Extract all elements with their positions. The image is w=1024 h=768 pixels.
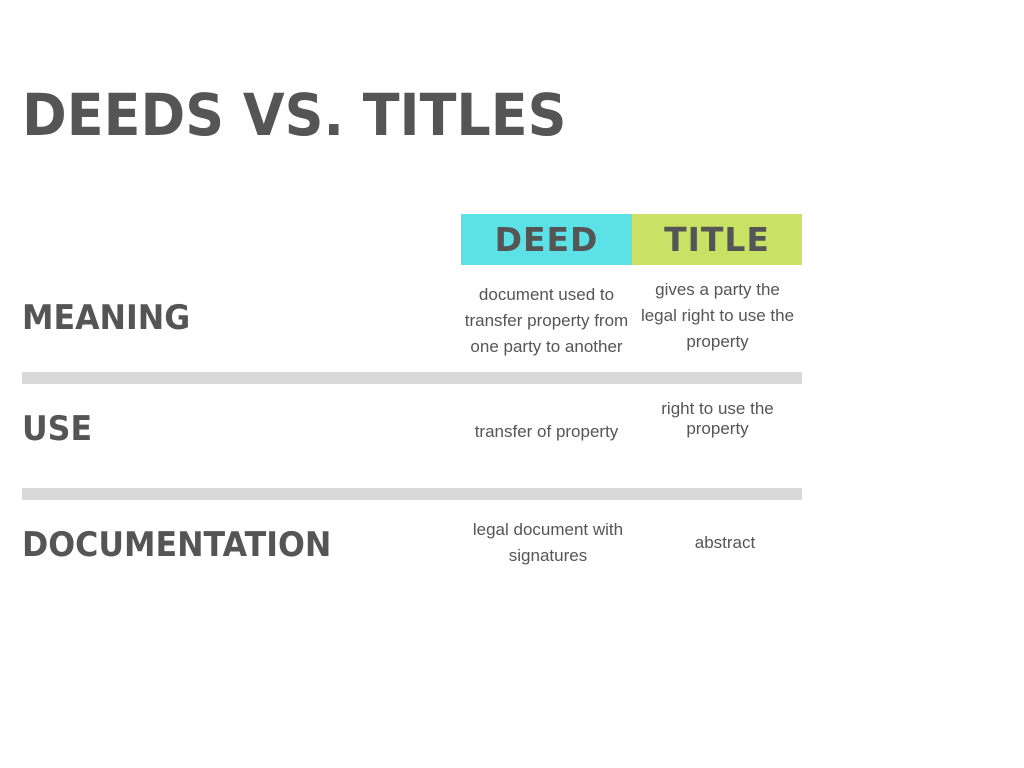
- cell-meaning-title: gives a party the legal right to use the…: [640, 280, 795, 351]
- page-title: DEEDS VS. TITLES: [22, 81, 567, 149]
- row-divider: [22, 372, 802, 384]
- cell-use-title: right to use the property: [661, 399, 774, 438]
- column-header-title: TITLE: [632, 214, 802, 265]
- cell-documentation-deed: legal document with signatures: [472, 520, 624, 565]
- cell-documentation-title: abstract: [694, 533, 756, 552]
- row-label-meaning: MEANING: [22, 298, 191, 338]
- row-label-documentation: DOCUMENTATION: [22, 525, 332, 565]
- row-divider: [22, 488, 802, 500]
- column-header-deed: DEED: [461, 214, 632, 265]
- cell-use-deed: transfer of property: [474, 422, 619, 441]
- row-label-use: USE: [22, 409, 93, 449]
- cell-meaning-deed: document used to transfer property from …: [464, 285, 629, 356]
